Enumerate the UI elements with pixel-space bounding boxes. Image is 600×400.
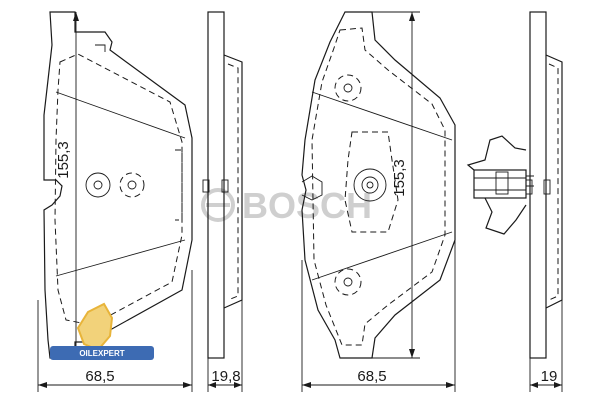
spring-clip: [466, 135, 534, 235]
left-pad-side-view: [202, 11, 243, 359]
bosch-watermark: BOSCH: [201, 185, 372, 226]
oilexpert-badge-text: OILEXPERT: [79, 349, 124, 358]
right-height-label: 155,3: [391, 159, 408, 197]
left-height-label: 155,3: [55, 141, 72, 179]
left-height-dimension: 155,3: [55, 12, 79, 358]
right-pad-side-view: [525, 11, 563, 359]
right-height-dimension: 155,3: [372, 11, 420, 359]
right-thickness-dimension: 19: [529, 300, 563, 392]
right-width-label: 68,5: [357, 368, 386, 385]
left-width-dimension: 68,5: [37, 270, 193, 392]
left-thickness-label: 19,8: [211, 368, 240, 385]
right-pad-front-view: [301, 11, 456, 359]
left-thickness-dimension: 19,8: [207, 300, 243, 392]
left-width-label: 68,5: [85, 368, 114, 385]
oilexpert-badge: OILEXPERT: [50, 302, 154, 360]
left-pad-front-view: [43, 11, 193, 359]
bosch-watermark-text: BOSCH: [242, 185, 372, 226]
right-thickness-label: 19: [541, 368, 558, 385]
right-width-dimension: 68,5: [301, 240, 456, 392]
